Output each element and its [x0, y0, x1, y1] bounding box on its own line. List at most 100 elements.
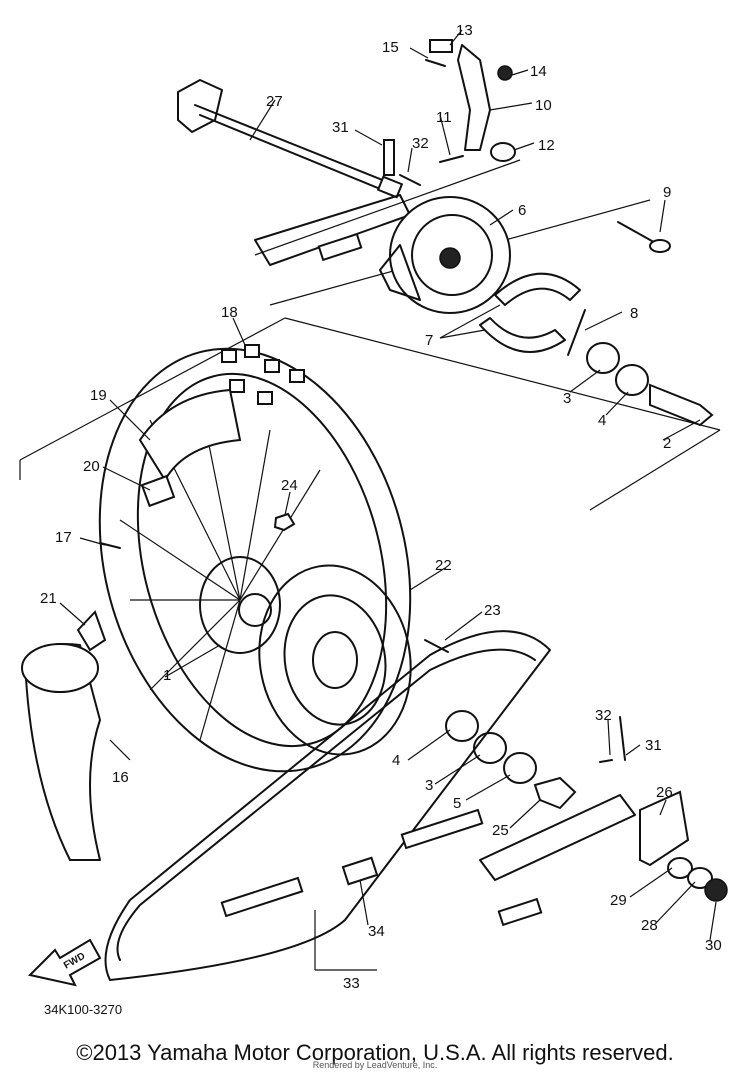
callout-16: 16: [112, 769, 129, 786]
sprocket-outer: [258, 564, 412, 756]
axle-spacer: [649, 383, 714, 427]
sprocket-bolt: [424, 639, 449, 653]
callout-23: 23: [484, 602, 501, 619]
bearing: [615, 364, 649, 396]
callout-26: 26: [656, 784, 673, 801]
axle-bolt: [399, 174, 421, 186]
chain-segment: [400, 808, 484, 850]
shoe-spring: [567, 309, 586, 356]
callout-1: 1: [163, 667, 171, 684]
chain-slider: [317, 232, 363, 262]
sprocket-inner: [283, 594, 387, 726]
callout-9: 9: [663, 184, 671, 201]
brake-shoe-upper: [494, 272, 581, 306]
callout-10: 10: [535, 97, 552, 114]
swingarm-upper: [254, 194, 411, 266]
copyright-notice: ©2013 Yamaha Motor Corporation, U.S.A. A…: [76, 1040, 674, 1065]
fasteners: [99, 512, 449, 653]
ref-line: [254, 159, 521, 256]
callout-labels: 1 2 3 4 5 6 7 8 9 10 11 12 13 14 15 16 1…: [40, 22, 722, 992]
chain-joint: [341, 856, 379, 886]
axle-nut: [704, 878, 728, 902]
cotter-pin: [619, 716, 626, 761]
callout-5: 5: [453, 795, 461, 812]
callout-32: 32: [412, 135, 429, 152]
lever-pin: [425, 59, 446, 67]
tread-knob: [257, 391, 273, 405]
chain-loop-inner: [116, 648, 536, 961]
callout-22: 22: [435, 557, 452, 574]
callout-4-repeat: 4: [392, 752, 400, 769]
callout-33: 33: [343, 975, 360, 992]
bearing: [586, 342, 620, 374]
spoke-nipple: [99, 542, 121, 549]
brake-cam: [439, 247, 461, 269]
tire-bead: [21, 643, 99, 693]
rear-axle: [177, 79, 404, 199]
cotter-pin: [383, 139, 395, 176]
callout-2: 2: [663, 435, 671, 452]
brake-cam-lever: [457, 44, 491, 151]
tread-knob: [244, 344, 260, 358]
swingarm-lower: [479, 716, 728, 927]
axle-shaft: [194, 104, 396, 186]
brake-adjuster: [617, 221, 671, 253]
hub-center: [238, 593, 272, 627]
chain-segment: [220, 876, 304, 918]
tread-knob: [221, 349, 237, 363]
callout-19: 19: [90, 387, 107, 404]
callout-14: 14: [530, 63, 547, 80]
callout-8: 8: [630, 305, 638, 322]
spoke: [149, 599, 241, 691]
render-credit: Rendered by LeadVenture, Inc.: [312, 1060, 438, 1070]
tread-knob: [264, 359, 280, 373]
brake-panel-inner: [411, 214, 493, 296]
hub-flange: [199, 556, 281, 654]
callout-6: 6: [518, 202, 526, 219]
callout-24: 24: [281, 477, 298, 494]
sprocket-bore: [312, 631, 358, 689]
lever-bolt: [429, 39, 453, 53]
chain-guide: [497, 897, 543, 927]
tire-section: [21, 610, 107, 861]
callout-28: 28: [641, 917, 658, 934]
callout-3-repeat: 3: [425, 777, 433, 794]
oil-seal: [503, 752, 537, 784]
ref-line: [284, 317, 721, 431]
spoke: [199, 599, 241, 741]
rear-sprocket: [258, 564, 412, 756]
lever-screw: [439, 155, 464, 163]
callout-34: 34: [368, 923, 385, 940]
axle-head: [177, 79, 223, 133]
hub-bearings-right: [586, 342, 714, 427]
brake-shoes: [479, 272, 586, 356]
drawing-code: 34K100-3270: [44, 1002, 123, 1017]
rim-band: [138, 388, 242, 482]
washer: [667, 857, 693, 879]
tube-and-rimband: [138, 388, 242, 508]
callout-27: 27: [266, 93, 283, 110]
tread-knob: [289, 369, 305, 383]
brake-lever-assembly: [383, 39, 516, 186]
valve: [76, 610, 107, 652]
ref-line: [589, 429, 721, 511]
spoke: [239, 429, 271, 601]
torque-arm-lug: [379, 244, 421, 301]
rear-wheel: [98, 344, 412, 773]
callout-20: 20: [83, 458, 100, 475]
ref-line: [19, 317, 286, 461]
collar: [533, 776, 577, 810]
forward-arrow: FWD: [28, 938, 102, 987]
brake-panel: [379, 196, 511, 314]
leader-lines: [59, 29, 717, 941]
swingarm-arm: [479, 794, 636, 881]
bearing: [473, 732, 507, 764]
callout-30: 30: [705, 937, 722, 954]
callout-7: 7: [425, 332, 433, 349]
tube: [140, 474, 176, 508]
callout-21: 21: [40, 590, 57, 607]
axle-thread: [376, 175, 404, 199]
callout-11: 11: [436, 109, 452, 126]
bearing: [445, 710, 479, 742]
